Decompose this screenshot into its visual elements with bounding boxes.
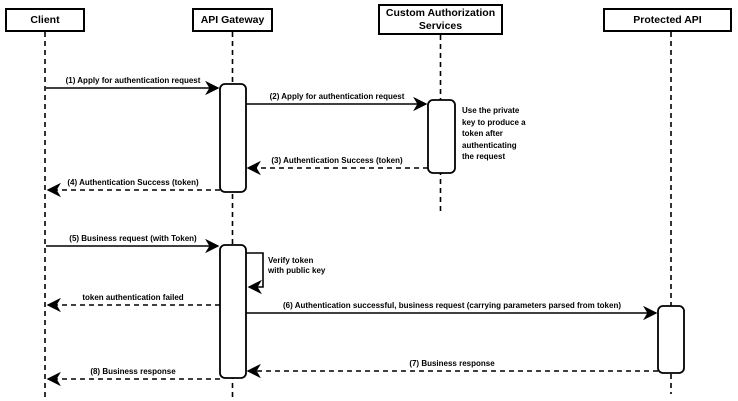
activation-api-gateway-1 — [219, 83, 247, 193]
message-2-label: (2) Apply for authentication request — [269, 92, 405, 101]
message-7-label: (7) Business response — [409, 359, 495, 368]
activation-api-gateway-2 — [219, 244, 247, 379]
self-message-verify-token-arrow — [246, 252, 264, 295]
message-1-label: (1) Apply for authentication request — [65, 76, 201, 85]
participant-api-gateway-label: API Gateway — [200, 13, 265, 26]
activation-protected-api — [657, 305, 685, 374]
participant-protected-api-label: Protected API — [633, 13, 702, 26]
message-4-label: (4) Authentication Success (token) — [67, 178, 199, 187]
note-use-private-key: Use the private key to produce a token a… — [462, 106, 526, 161]
participant-custom-authorization-services: Custom Authorization Services — [378, 4, 503, 35]
message-token-failed-label: token authentication failed — [82, 293, 184, 302]
participant-protected-api: Protected API — [603, 8, 732, 32]
activation-custom-authorization-services — [427, 99, 456, 174]
self-message-verify-token-label: Verify token with public key — [268, 256, 326, 275]
participant-client: Client — [5, 8, 85, 32]
message-3-label: (3) Authentication Success (token) — [271, 156, 403, 165]
participant-client-label: Client — [30, 13, 60, 26]
participant-custom-authorization-services-label: Custom Authorization Services — [385, 6, 496, 32]
message-8-label: (8) Business response — [90, 367, 176, 376]
message-5-label: (5) Business request (with Token) — [69, 234, 197, 243]
message-6-label: (6) Authentication successful, business … — [282, 301, 622, 310]
participant-api-gateway: API Gateway — [192, 8, 273, 32]
